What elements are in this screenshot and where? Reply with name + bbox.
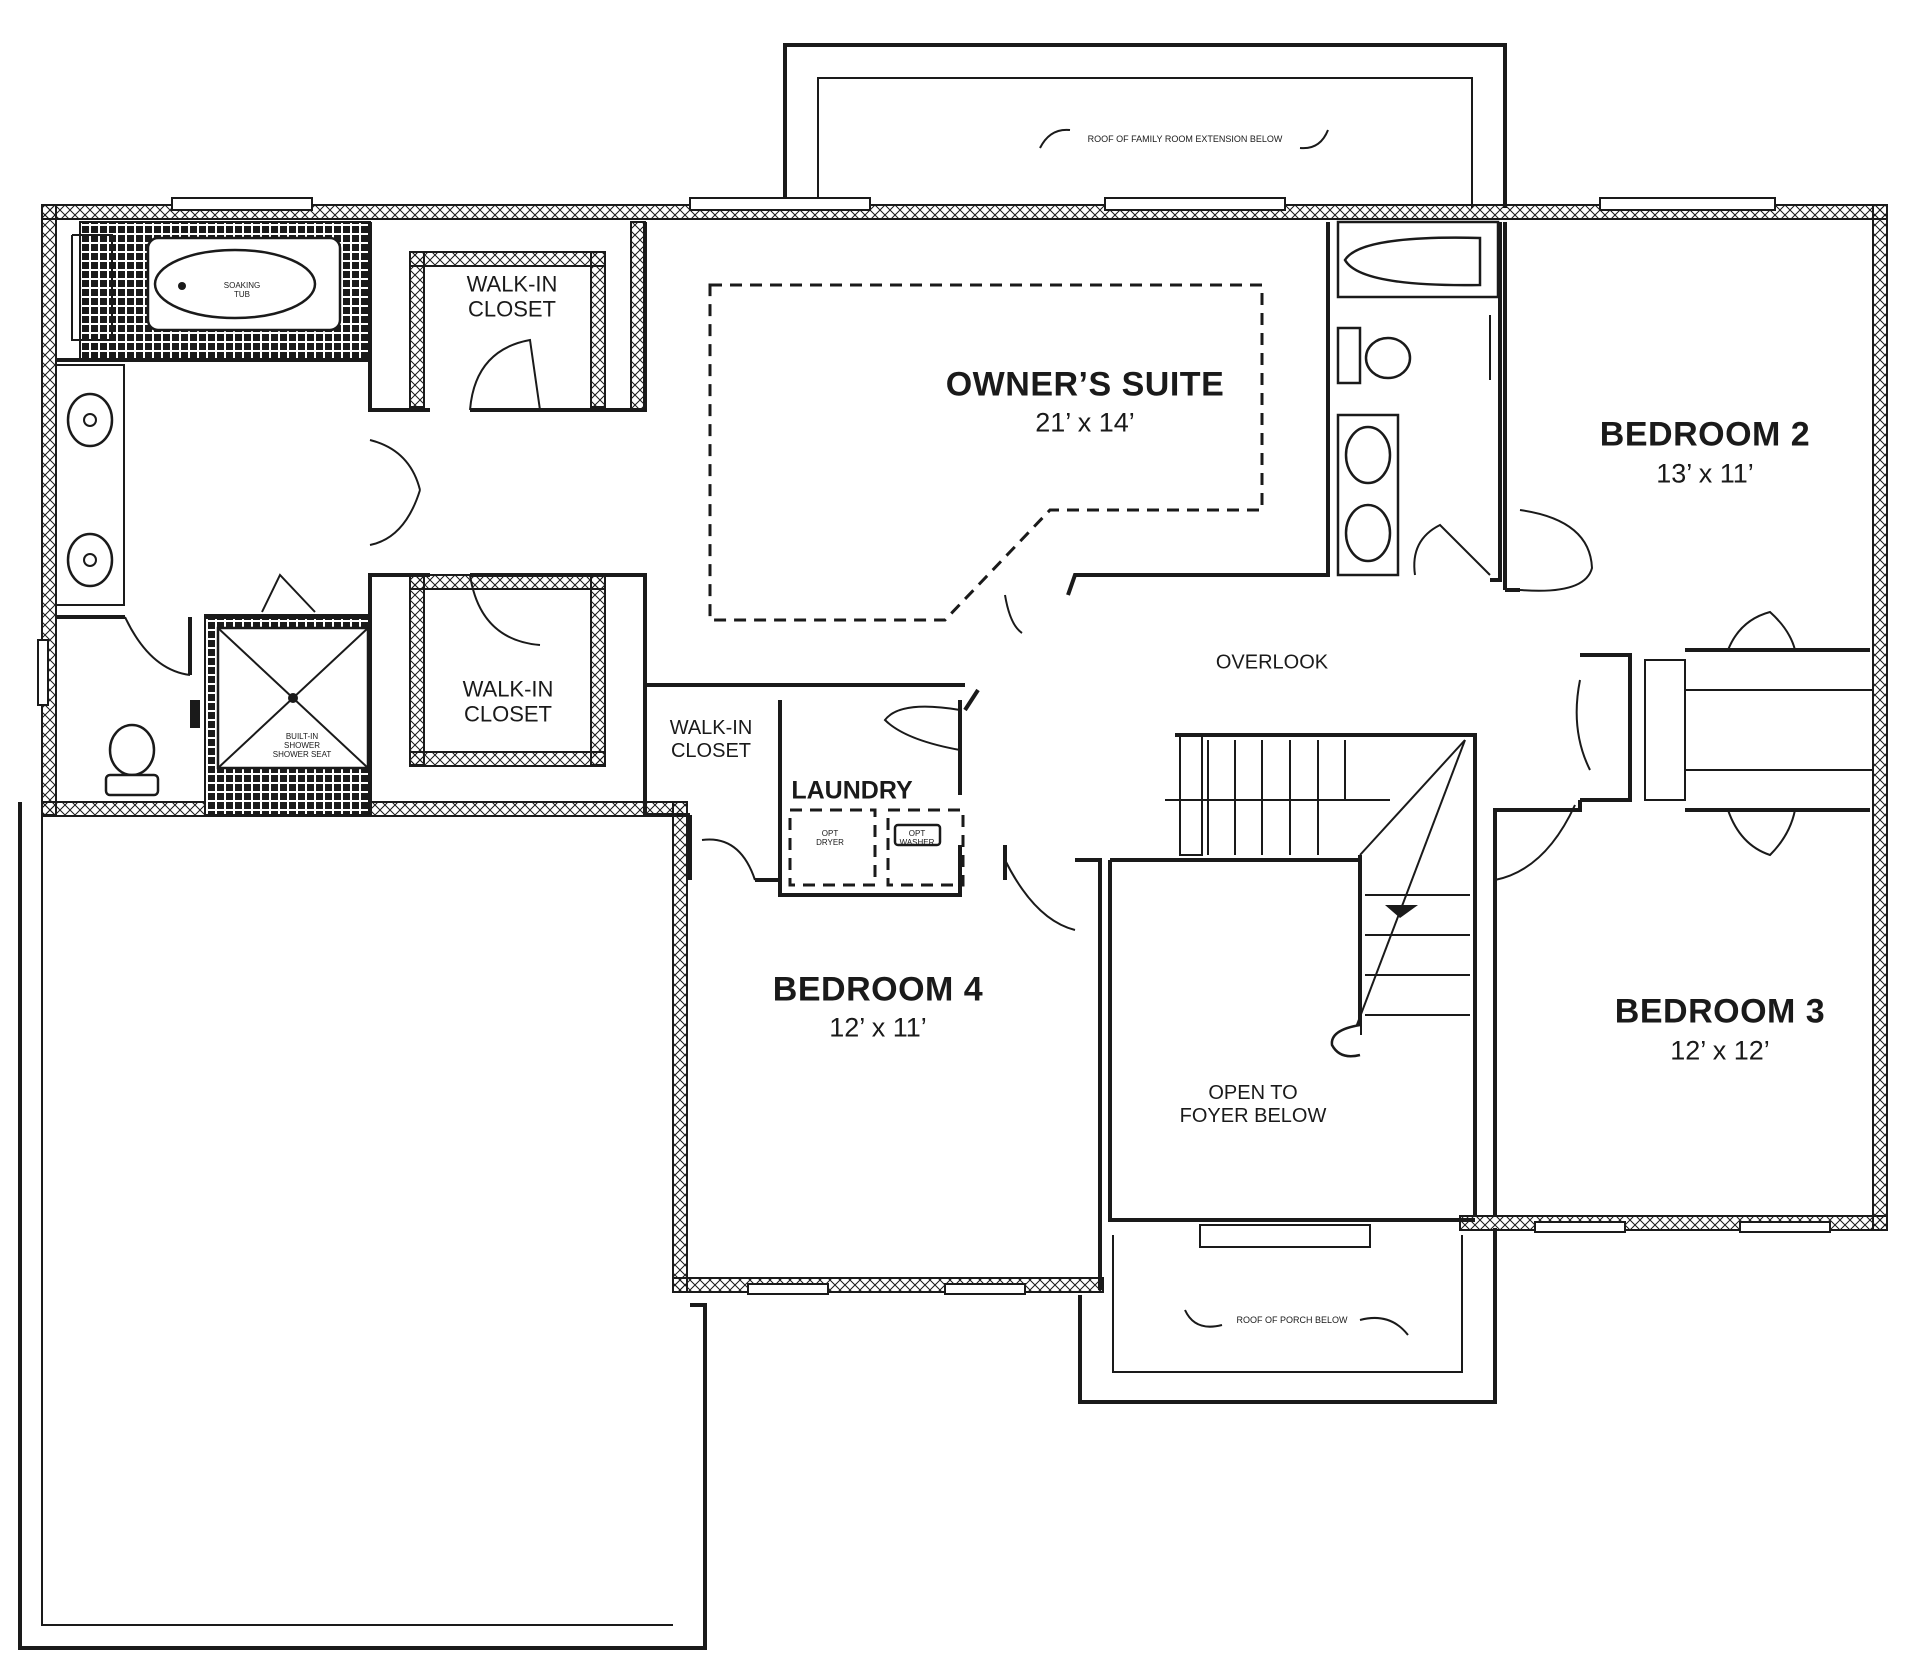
- walkin-closet-mid-label: WALK-IN CLOSET: [462, 676, 554, 727]
- bedroom4-laundry-walls: [643, 685, 1102, 1290]
- roof-porch-note: ROOF OF PORCH BELOW: [1236, 1314, 1348, 1325]
- staircase: [1108, 733, 1477, 1222]
- bedroom3-name: BEDROOM 3: [1614, 992, 1826, 1031]
- owners-suite-ceiling-outline: [708, 283, 1264, 622]
- open-to-foyer-label: OPEN TO FOYER BELOW: [1179, 1082, 1327, 1127]
- closet-walls: [368, 221, 965, 815]
- bedroom4-size: 12’ x 11’: [829, 1012, 927, 1043]
- bedroom-walls: [1493, 509, 1873, 1216]
- bedroom2-size: 13’ x 11’: [1656, 458, 1754, 489]
- owners-suite-name: OWNER’S SUITE: [945, 365, 1225, 404]
- opt-washer-label: OPT WASHER: [899, 828, 935, 847]
- walkin-closet-top-label: WALK-IN CLOSET: [466, 271, 558, 322]
- laundry-label: LAUNDRY: [791, 776, 913, 805]
- overlook-label: OVERLOOK: [1215, 651, 1329, 674]
- hall-bath: [1336, 220, 1507, 590]
- porch-roof-outline: [1078, 1224, 1497, 1404]
- bedroom4-name: BEDROOM 4: [772, 970, 984, 1009]
- opt-dryer-label: OPT DRYER: [816, 828, 844, 847]
- master-bath-walls: [55, 221, 372, 816]
- roof-family-room-note: ROOF OF FAMILY ROOM EXTENSION BELOW: [1087, 133, 1283, 144]
- bedroom3-size: 12’ x 12’: [1670, 1035, 1770, 1066]
- owners-suite-walls: [963, 222, 1330, 712]
- soaking-tub-label: SOAKING TUB: [223, 280, 261, 299]
- owners-suite-size: 21’ x 14’: [1035, 407, 1135, 438]
- walkin-closet-small-label: WALK-IN CLOSET: [669, 717, 753, 762]
- shower-label: BUILT-IN SHOWER SHOWER SEAT: [272, 732, 332, 760]
- garage-outline: [18, 802, 707, 1650]
- windows: [37, 197, 1831, 1295]
- bedroom2-name: BEDROOM 2: [1599, 415, 1811, 454]
- roof-family-room-outline: [783, 43, 1507, 208]
